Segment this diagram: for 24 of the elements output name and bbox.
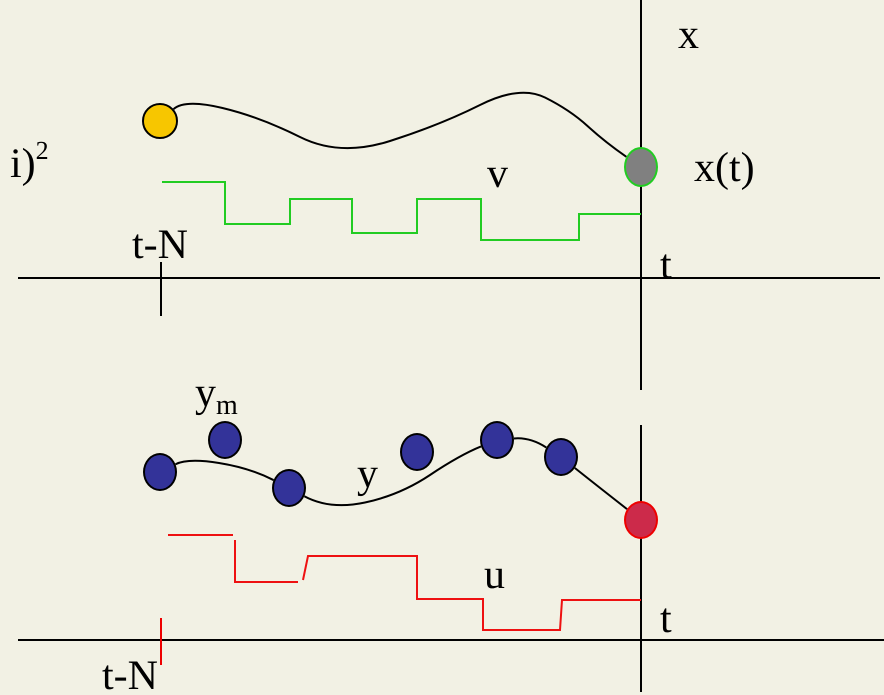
time-label: t [660,598,672,640]
trajectory-curve [172,92,627,158]
signal-label: y [357,453,378,495]
trajectory-curve [574,467,628,510]
signal-label: u [484,554,505,596]
state-label: x(t) [694,147,755,189]
time-label: t-N [102,655,158,695]
trajectory-curve [175,460,274,481]
signal-label: v [487,153,508,195]
figure-number: i)$^{2}$ [10,138,49,185]
measurement-circle [480,421,514,459]
measurement-circle [544,438,578,476]
measurement-circle [143,453,177,491]
current-output-circle [624,501,658,539]
state-circle [624,147,658,187]
signal-label: y$_{m}$ [195,372,238,420]
measurement-circle [400,433,434,471]
trajectory-curve [514,437,547,448]
measurement-circle [272,469,306,507]
measurement-circle [208,421,242,459]
axis-label: x [678,14,699,56]
start-state-circle [142,103,178,139]
time-label: t-N [132,224,188,266]
trajectory-curve [304,446,482,506]
